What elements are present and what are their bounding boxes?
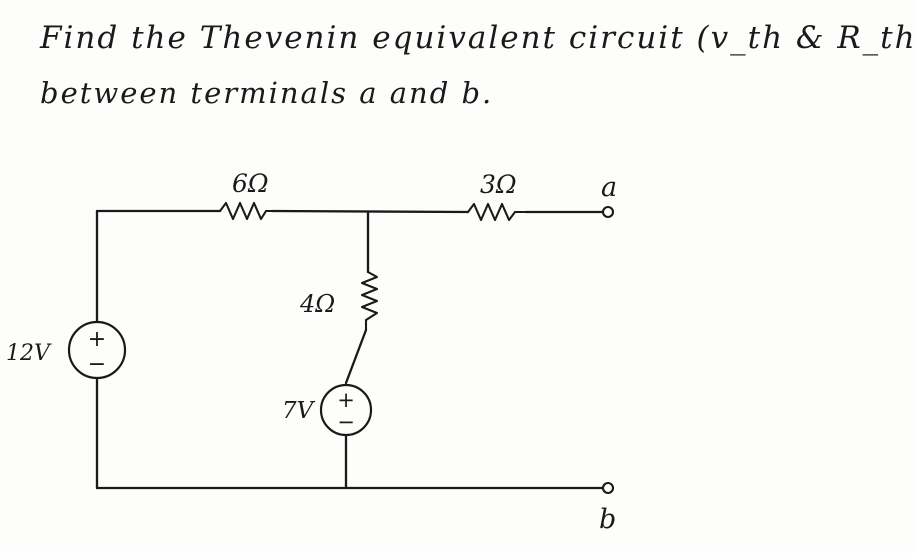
- voltage-source-12v: + −: [67, 320, 127, 380]
- resistor-6-ohm: [218, 201, 274, 221]
- problem-statement-line-2: between terminals a and b.: [40, 76, 494, 110]
- resistor-6-ohm-label: 6Ω: [232, 169, 269, 198]
- resistor-4-ohm-label: 4Ω: [299, 290, 335, 318]
- problem-statement-line-1: Find the Thevenin equivalent circuit (v_…: [40, 20, 915, 56]
- resistor-4-ohm: [360, 270, 379, 332]
- terminal-b-label: b: [599, 504, 616, 535]
- resistor-3-ohm-label: 3Ω: [480, 170, 517, 199]
- voltage-source-7v: + −: [319, 383, 373, 437]
- polarity-plus-sign: +: [88, 327, 106, 352]
- polarity-plus-sign: +: [337, 388, 355, 412]
- source-12v-label: 12V: [6, 341, 52, 366]
- source-7v-label: 7V: [282, 398, 316, 424]
- terminal-a-node: [601, 205, 615, 219]
- resistor-3-ohm: [466, 202, 528, 222]
- polarity-minus-sign: −: [88, 352, 106, 377]
- polarity-minus-sign: −: [337, 410, 355, 434]
- terminal-b-node: [601, 481, 615, 495]
- circuit-wires: [95, 209, 606, 490]
- terminal-a-label: a: [601, 172, 617, 203]
